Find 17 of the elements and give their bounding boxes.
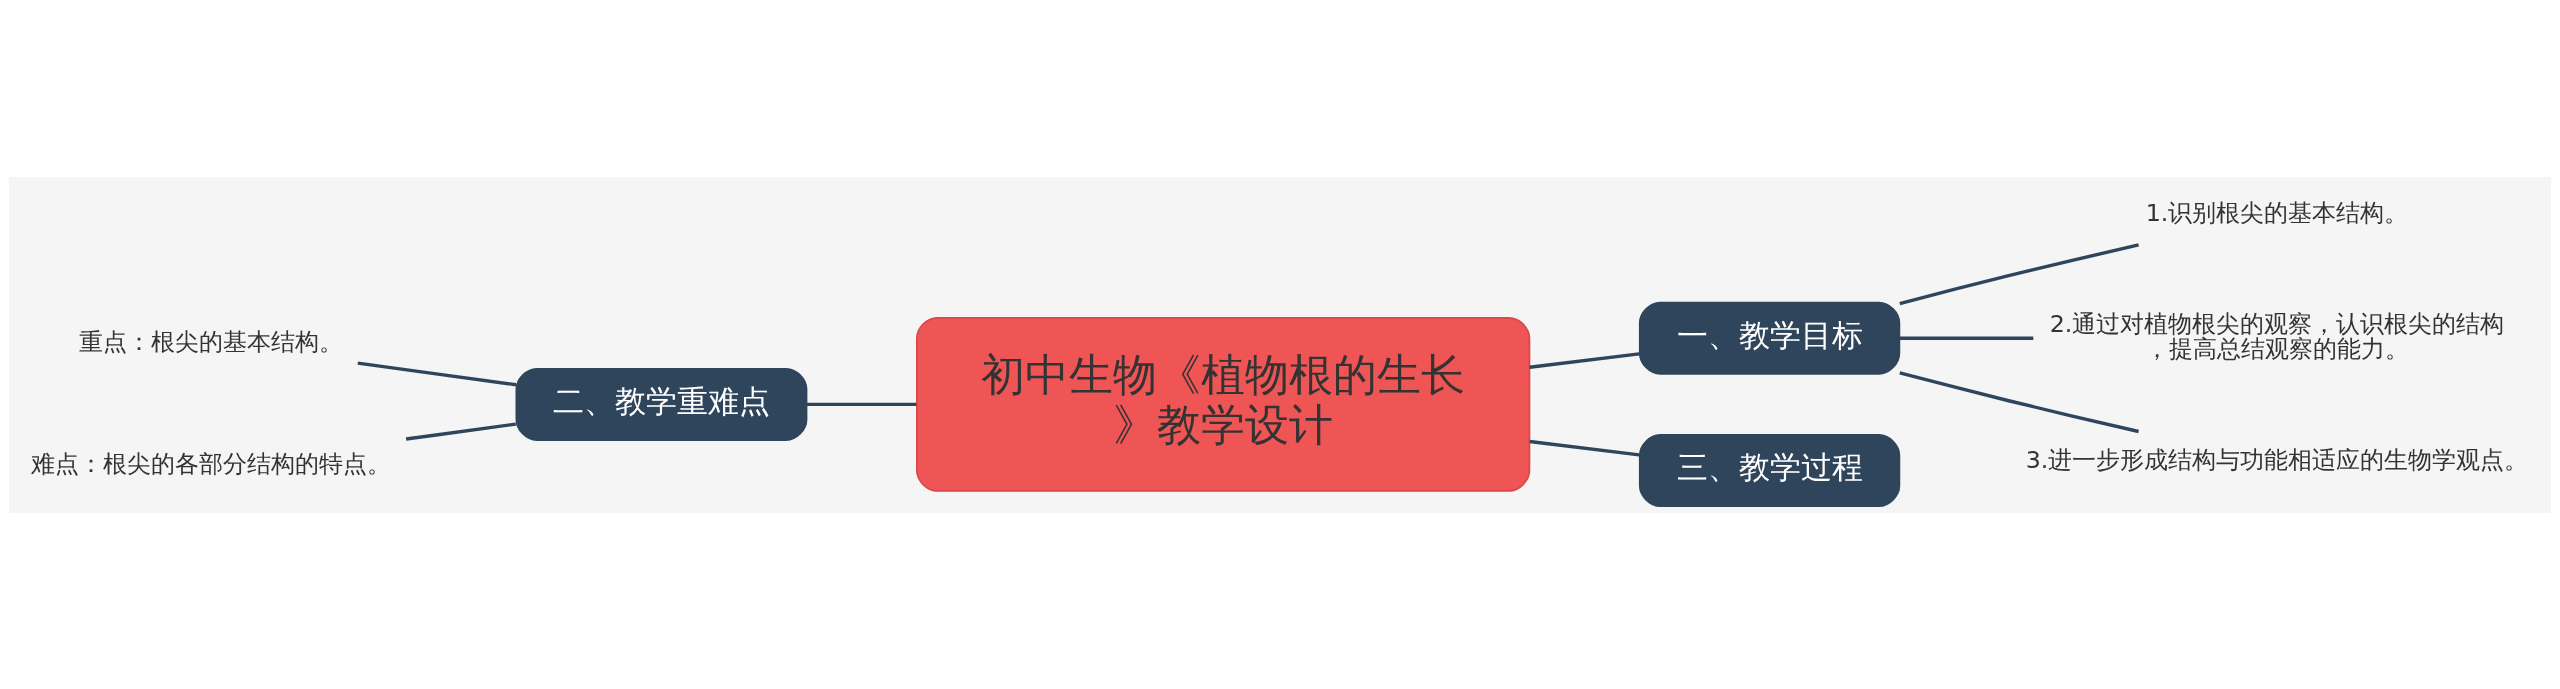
- node-box: 三、教学过程: [1638, 433, 1901, 507]
- node-box: 初中生物《植物根的生长》教学设计: [916, 316, 1531, 492]
- node-box: 一、教学目标: [1638, 301, 1901, 375]
- connector: [1899, 242, 2139, 305]
- connector: [1529, 439, 1640, 457]
- node-text: 难点：根尖的各部分结构的特点。: [30, 449, 391, 478]
- node-box: 二、教学重难点: [515, 367, 808, 441]
- connector: [357, 360, 517, 386]
- connector: [1899, 336, 2034, 340]
- node-text: 2.通过对植物根尖的观察，认识根尖的结构，提高总结观察的能力。: [2049, 309, 2505, 363]
- connector: [1529, 351, 1640, 369]
- node-text: 重点：根尖的基本结构。: [78, 327, 343, 356]
- connector: [806, 402, 917, 406]
- connector: [1899, 370, 2139, 433]
- node-text: 3.进一步形成结构与功能相适应的生物学观点。: [2025, 445, 2529, 474]
- connector: [405, 421, 517, 441]
- node-text: 1.识别根尖的基本结构。: [2145, 198, 2409, 227]
